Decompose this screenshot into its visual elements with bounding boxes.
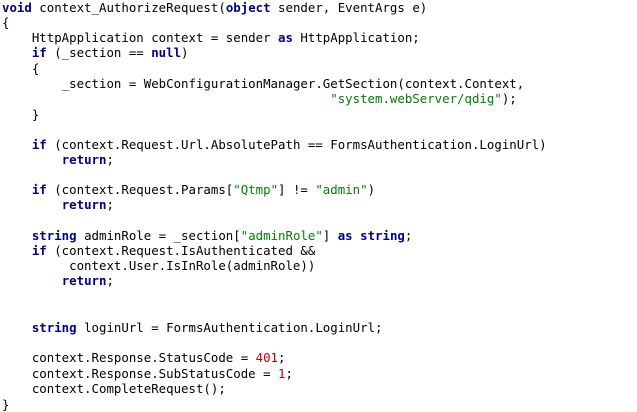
- code-indent: [2, 182, 32, 197]
- code-line: context.User.IsInRole(adminRole)): [2, 258, 315, 273]
- code-line: {: [2, 15, 9, 30]
- code-text: ;: [106, 273, 114, 288]
- code-line: if (_section == null): [2, 45, 189, 60]
- code-text: HttpApplication;: [292, 30, 420, 45]
- code-text: {: [31, 61, 40, 76]
- code-indent: [2, 152, 62, 167]
- code-keyword: string: [360, 228, 405, 243]
- code-keyword: object: [225, 0, 271, 15]
- code-indent: [2, 107, 32, 122]
- code-text: ): [367, 182, 376, 197]
- code-string: "adminRole": [240, 228, 323, 243]
- code-keyword: void: [2, 0, 32, 15]
- code-line: string adminRole = _section["adminRole"]…: [2, 228, 413, 243]
- code-keyword: if: [31, 243, 47, 258]
- code-text: HttpApplication context = sender: [31, 30, 279, 45]
- code-text: ;: [404, 228, 413, 243]
- code-text: }: [31, 107, 40, 122]
- code-string: "system.webServer/qdig": [330, 91, 502, 106]
- code-keyword: null: [151, 45, 182, 60]
- code-line: void context_AuthorizeRequest(object sen…: [2, 0, 427, 15]
- code-keyword: string: [31, 320, 77, 335]
- code-line: }: [2, 397, 9, 412]
- code-line: string loginUrl = FormsAuthentication.Lo…: [2, 320, 383, 335]
- code-line: context.CompleteRequest();: [2, 381, 226, 396]
- code-line: {: [2, 61, 39, 76]
- code-text: }: [2, 397, 10, 412]
- code-text: ] !=: [278, 182, 316, 197]
- code-keyword: as: [337, 228, 353, 243]
- code-text: loginUrl = FormsAuthentication.LoginUrl;: [76, 320, 383, 335]
- code-keyword: if: [31, 137, 47, 152]
- code-line: if (context.Request.Params["Qtmp"] != "a…: [2, 182, 375, 197]
- code-text: context.CompleteRequest();: [31, 381, 226, 396]
- code-indent: [2, 45, 32, 60]
- code-line: if (context.Request.Url.AbsolutePath == …: [2, 137, 547, 152]
- code-indent: [2, 366, 32, 381]
- code-keyword: return: [61, 273, 107, 288]
- code-line: _section = WebConfigurationManager.GetSe…: [2, 76, 525, 91]
- code-indent: [2, 76, 62, 91]
- code-text: ;: [278, 350, 286, 365]
- code-text: context.User.IsInRole(adminRole)): [69, 258, 316, 273]
- code-indent: [2, 137, 32, 152]
- code-indent: [2, 320, 32, 335]
- code-line: "system.webServer/qdig");: [2, 91, 517, 106]
- code-line: context.Response.StatusCode = 401;: [2, 350, 286, 365]
- code-indent: [2, 30, 32, 45]
- code-text: (context.Request.Params[: [46, 182, 234, 197]
- code-line: return;: [2, 152, 114, 167]
- code-line: context.Response.SubStatusCode = 1;: [2, 366, 293, 381]
- code-indent: [2, 228, 32, 243]
- code-keyword: string: [31, 228, 77, 243]
- code-text: ;: [106, 197, 114, 212]
- code-indent: [2, 273, 62, 288]
- code-text: ]: [322, 228, 338, 243]
- code-text: context_AuthorizeRequest(: [31, 0, 226, 15]
- code-number: 1: [278, 366, 286, 381]
- code-text: );: [501, 91, 517, 106]
- code-line: }: [2, 107, 39, 122]
- code-text: [353, 228, 360, 243]
- code-keyword: if: [31, 182, 47, 197]
- code-line: return;: [2, 273, 114, 288]
- code-indent: [2, 197, 62, 212]
- code-number: 401: [255, 350, 279, 365]
- code-string: "Qtmp": [233, 182, 279, 197]
- code-keyword: return: [61, 197, 107, 212]
- code-text: (_section ==: [46, 45, 152, 60]
- code-text: ): [181, 45, 189, 60]
- code-text: sender, EventArgs e): [270, 0, 428, 15]
- code-text: ;: [285, 366, 293, 381]
- code-text: context.Response.StatusCode =: [31, 350, 256, 365]
- code-string: "admin": [315, 182, 368, 197]
- code-text: (context.Request.Url.AbsolutePath == For…: [46, 137, 547, 152]
- code-indent: [2, 91, 330, 106]
- code-keyword: if: [31, 45, 47, 60]
- code-text: {: [2, 15, 10, 30]
- code-text: _section = WebConfigurationManager.GetSe…: [61, 76, 525, 91]
- code-text: (context.Request.IsAuthenticated &&: [46, 243, 316, 258]
- code-text: ;: [106, 152, 114, 167]
- code-keyword: as: [278, 30, 293, 45]
- code-keyword: return: [61, 152, 107, 167]
- code-text: adminRole = _section[: [76, 228, 241, 243]
- code-line: if (context.Request.IsAuthenticated &&: [2, 243, 315, 258]
- code-text: context.Response.SubStatusCode =: [31, 366, 279, 381]
- code-indent: [2, 243, 32, 258]
- code-indent: [2, 350, 32, 365]
- code-indent: [2, 61, 32, 76]
- code-line: HttpApplication context = sender as Http…: [2, 30, 420, 45]
- code-line: return;: [2, 197, 114, 212]
- code-indent: [2, 381, 32, 396]
- code-indent: [2, 258, 69, 273]
